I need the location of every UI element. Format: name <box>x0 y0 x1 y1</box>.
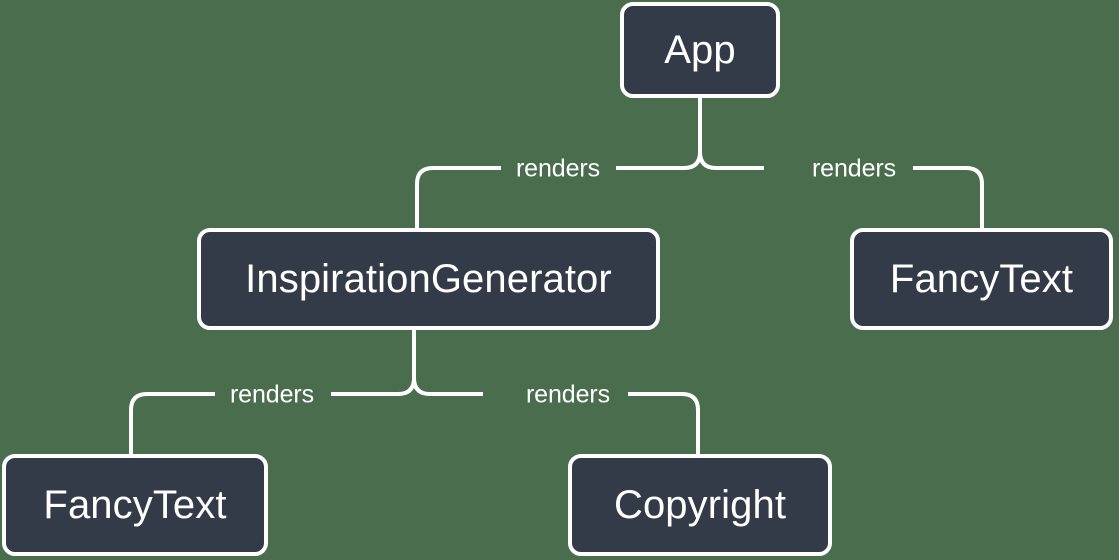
edge-app-split-left <box>616 151 702 170</box>
node-app[interactable]: App <box>620 2 780 98</box>
edge-inspiration-to-fancytext-bottom <box>129 392 215 454</box>
edge-label-app-to-inspiration-generator: renders <box>515 154 601 183</box>
node-fancytext-right[interactable]: FancyText <box>850 228 1113 330</box>
node-fancytext-right-label: FancyText <box>889 256 1074 301</box>
edge-app-to-fancytext-right <box>913 166 984 228</box>
node-fancytext-bottom[interactable]: FancyText <box>2 454 268 556</box>
node-app-label: App <box>664 27 736 72</box>
edge-app-split-right <box>698 151 764 170</box>
node-copyright[interactable]: Copyright <box>568 454 832 556</box>
edge-inspiration-split-right <box>412 377 483 396</box>
node-inspiration-generator-label: InspirationGenerator <box>245 256 612 301</box>
edge-label-app-to-fancytext-right: renders <box>811 154 897 183</box>
edge-label-inspiration-generator-to-fancytext-bottom: renders <box>229 380 315 409</box>
node-fancytext-bottom-label: FancyText <box>43 482 227 527</box>
edge-inspiration-to-copyright <box>628 392 700 454</box>
node-copyright-label: Copyright <box>613 482 787 527</box>
edge-app-to-inspiration <box>415 166 501 228</box>
node-inspiration-generator[interactable]: InspirationGenerator <box>197 228 660 330</box>
edge-inspiration-split-left <box>331 377 416 396</box>
edge-label-inspiration-generator-to-copyright: renders <box>525 380 611 409</box>
